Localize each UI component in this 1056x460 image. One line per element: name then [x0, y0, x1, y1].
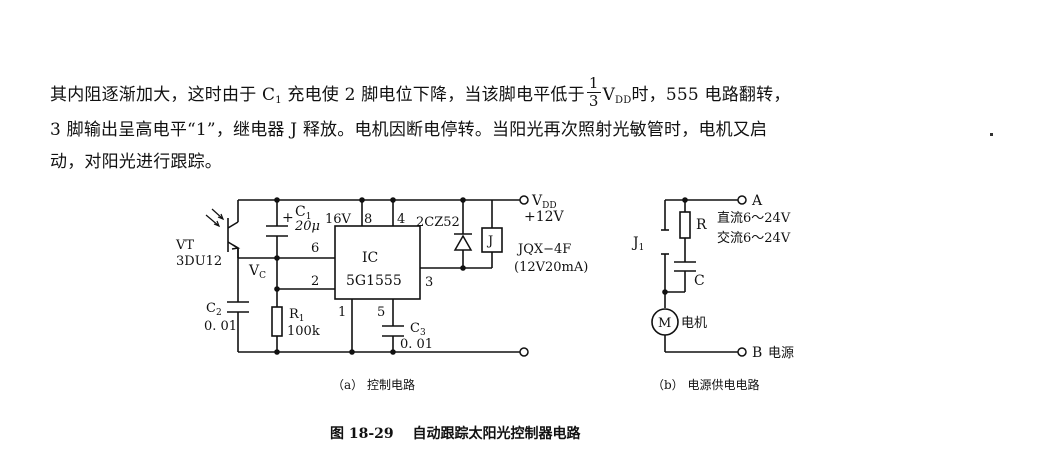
pin-4-label: 4	[397, 212, 405, 227]
c2-value: 0. 01	[204, 319, 237, 334]
c3-label: C3	[410, 321, 426, 338]
c1-polarity: +	[282, 210, 294, 226]
r1-label: R1	[289, 307, 305, 324]
stray-dot	[990, 133, 993, 136]
pin-3-label: 3	[425, 275, 433, 290]
caption-b: （b） 电源供电电路	[652, 377, 760, 392]
line1-part-b: 充电使 2 脚电位下降，当该脚电平低于	[281, 85, 585, 105]
vdd-label: VDD	[531, 193, 557, 211]
circuit-b-labels: A R 直流6～24V 交流6～24V J1 C M 电机 B 电源 （b） 电…	[631, 193, 794, 392]
relay-model: JQX−4F	[516, 242, 571, 257]
c2-label: C2	[206, 301, 222, 318]
figure-caption: 图 18-29 自动跟踪太阳光控制器电路	[330, 425, 582, 442]
circuit-a-wiring	[237, 195, 529, 357]
motor-glyph: M	[658, 316, 671, 331]
fraction-numerator: 1	[586, 74, 601, 93]
ic-model: 5G1555	[346, 273, 402, 289]
vt-model: 3DU12	[176, 254, 222, 269]
vt-label: VT	[175, 238, 194, 253]
capacitor-c1-symbol	[266, 225, 288, 237]
diode-label: 2CZ52	[416, 215, 460, 230]
pin-8-label: 8	[364, 212, 372, 227]
capacitor-c3-symbol	[382, 325, 404, 337]
r-label: R	[696, 217, 707, 233]
diode-symbol	[453, 226, 473, 252]
pin-5-label: 5	[377, 305, 385, 320]
line1-part-a: 其内阻逐渐加大，这时由于 C	[50, 85, 276, 105]
j1-label: J1	[631, 235, 644, 253]
plus12v-label: +12V	[524, 209, 565, 225]
vdd-terminal	[519, 195, 529, 205]
terminal-a-label: A	[751, 193, 763, 209]
terminal-a	[737, 195, 747, 205]
c1-value: 20μ	[294, 219, 320, 234]
ic-label: IC	[362, 250, 378, 266]
paragraph-line-3: 动，对阳光进行跟踪。	[50, 152, 222, 172]
relay-label: J	[486, 234, 493, 249]
circuit-a-junctions	[274, 197, 466, 355]
circuit-b-wiring	[651, 195, 747, 357]
resistor-r1-symbol	[271, 306, 283, 337]
vdd-subscript: DD	[615, 95, 632, 106]
ic-555-box	[334, 225, 421, 300]
relay-rating: (12V20mA)	[514, 260, 588, 275]
vc-label: VC	[248, 263, 266, 281]
resistor-r-symbol	[679, 211, 691, 239]
circuit-a-labels: VDD +12V + C1 20μ 16V 8 4 2CZ52 J JQX−4F…	[175, 193, 588, 392]
motor-label: 电机	[681, 316, 707, 331]
pin-2-label: 2	[311, 274, 319, 289]
pin-6-label: 6	[311, 241, 319, 256]
ground-terminal	[519, 347, 529, 357]
c-label: C	[694, 273, 705, 289]
capacitor-c2-symbol	[227, 301, 249, 313]
r1-value: 100k	[287, 324, 320, 339]
caption-a: （a） 控制电路	[332, 377, 415, 392]
ac-voltage-label: 交流6～24V	[717, 230, 791, 246]
terminal-b	[737, 347, 747, 357]
pin-16-label: 16V	[325, 212, 352, 227]
c1-subscript: 1	[275, 95, 282, 106]
relay-coil-symbol	[481, 227, 503, 253]
circuit-b-junctions	[662, 197, 688, 295]
dc-voltage-label: 直流6～24V	[717, 211, 791, 226]
power-label: 电源	[768, 346, 794, 361]
c1-label: C1	[295, 204, 311, 222]
phototransistor-symbol	[205, 208, 241, 252]
c3-value: 0. 01	[400, 337, 433, 352]
fraction-denominator: 3	[588, 92, 599, 110]
paragraph-line-2: 3 脚输出呈高电平“1”，继电器 J 释放。电机因断电停转。当阳光再次照射光敏管…	[50, 120, 768, 140]
vdd-symbol: V	[602, 85, 616, 105]
line1-part-d: 时，555 电路翻转，	[631, 85, 791, 105]
terminal-b-label: B	[752, 345, 762, 361]
pin-1-label: 1	[338, 305, 346, 320]
